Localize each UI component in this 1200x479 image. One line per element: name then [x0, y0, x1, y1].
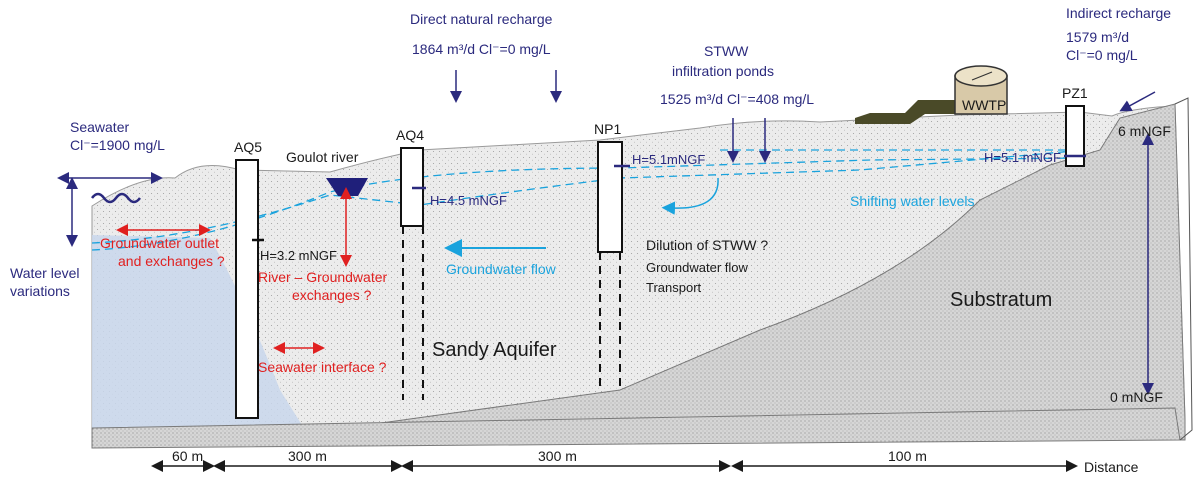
indirect-recharge-flow: 1579 m³/d — [1066, 29, 1129, 45]
river-groundwater-label-2: exchanges ? — [292, 287, 372, 303]
water-level-label-1: Water level — [10, 265, 80, 281]
stww-label-1: STWW — [704, 43, 749, 59]
well-np1 — [597, 141, 630, 388]
well-pz1-head: H=5.1 mNGF — [984, 150, 1061, 165]
direct-recharge-values: 1864 m³/d Cl⁻=0 mg/L — [412, 41, 551, 57]
groundwater-outlet-label-1: Groundwater outlet — [100, 235, 219, 251]
direct-recharge-title: Direct natural recharge — [410, 11, 553, 27]
well-aq5-name: AQ5 — [234, 139, 262, 155]
well-np1-head: H=5.1mNGF — [632, 152, 705, 167]
zero-mngf-label: 0 mNGF — [1110, 389, 1163, 405]
well-np1-name: NP1 — [594, 121, 621, 137]
distance-60m: 60 m — [172, 448, 203, 464]
dilution-label-2: Groundwater flow — [646, 260, 748, 275]
water-table-lines — [91, 149, 1086, 251]
substratum-body — [329, 103, 1186, 441]
groundwater-outlet-label-2: and exchanges ? — [118, 253, 225, 269]
distance-axis-label: Distance — [1084, 459, 1139, 475]
wwtp-label: WWTP — [962, 97, 1006, 113]
river-groundwater-label-1: River – Groundwater — [258, 269, 388, 285]
indirect-recharge-title: Indirect recharge — [1066, 5, 1171, 21]
seawater-wave-icon — [91, 192, 141, 204]
well-aq4-head: H=4.5 mNGF — [430, 193, 507, 208]
water-level-label-2: variations — [10, 283, 70, 299]
right-edge — [1174, 97, 1193, 441]
seawater-label: Seawater — [70, 119, 129, 135]
shifting-levels-label: Shifting water levels — [850, 193, 975, 209]
well-aq5-head: H=3.2 mNGF — [260, 248, 337, 263]
distance-100m: 100 m — [888, 448, 927, 464]
distance-300m-2: 300 m — [538, 448, 577, 464]
stww-values: 1525 m³/d Cl⁻=408 mg/L — [660, 91, 814, 107]
well-pz1 — [1064, 105, 1086, 167]
well-pz1-name: PZ1 — [1062, 85, 1088, 101]
groundwater-flow-label: Groundwater flow — [446, 261, 557, 277]
well-aq4 — [400, 147, 426, 400]
indirect-recharge-arrow — [1119, 91, 1156, 112]
seawater-cl-label: Cl⁻=1900 mg/L — [70, 137, 165, 153]
goulot-river-label: Goulot river — [286, 149, 359, 165]
distance-300m-1: 300 m — [288, 448, 327, 464]
stww-label-2: infiltration ponds — [672, 63, 774, 79]
well-aq5 — [235, 159, 264, 419]
wwtp-plant — [855, 65, 1008, 124]
sandy-aquifer-label: Sandy Aquifer — [432, 339, 557, 361]
well-aq4-name: AQ4 — [396, 127, 424, 143]
dilution-curved-arrow — [661, 177, 719, 215]
substratum-label: Substratum — [950, 289, 1052, 311]
six-mngf-label: 6 mNGF — [1118, 123, 1171, 139]
seawater-interface-label: Seawater interface ? — [258, 359, 387, 375]
indirect-recharge-cl: Cl⁻=0 mg/L — [1066, 47, 1138, 63]
dilution-label-1: Dilution of STWW ? — [646, 237, 768, 253]
dilution-label-3: Transport — [646, 280, 702, 295]
